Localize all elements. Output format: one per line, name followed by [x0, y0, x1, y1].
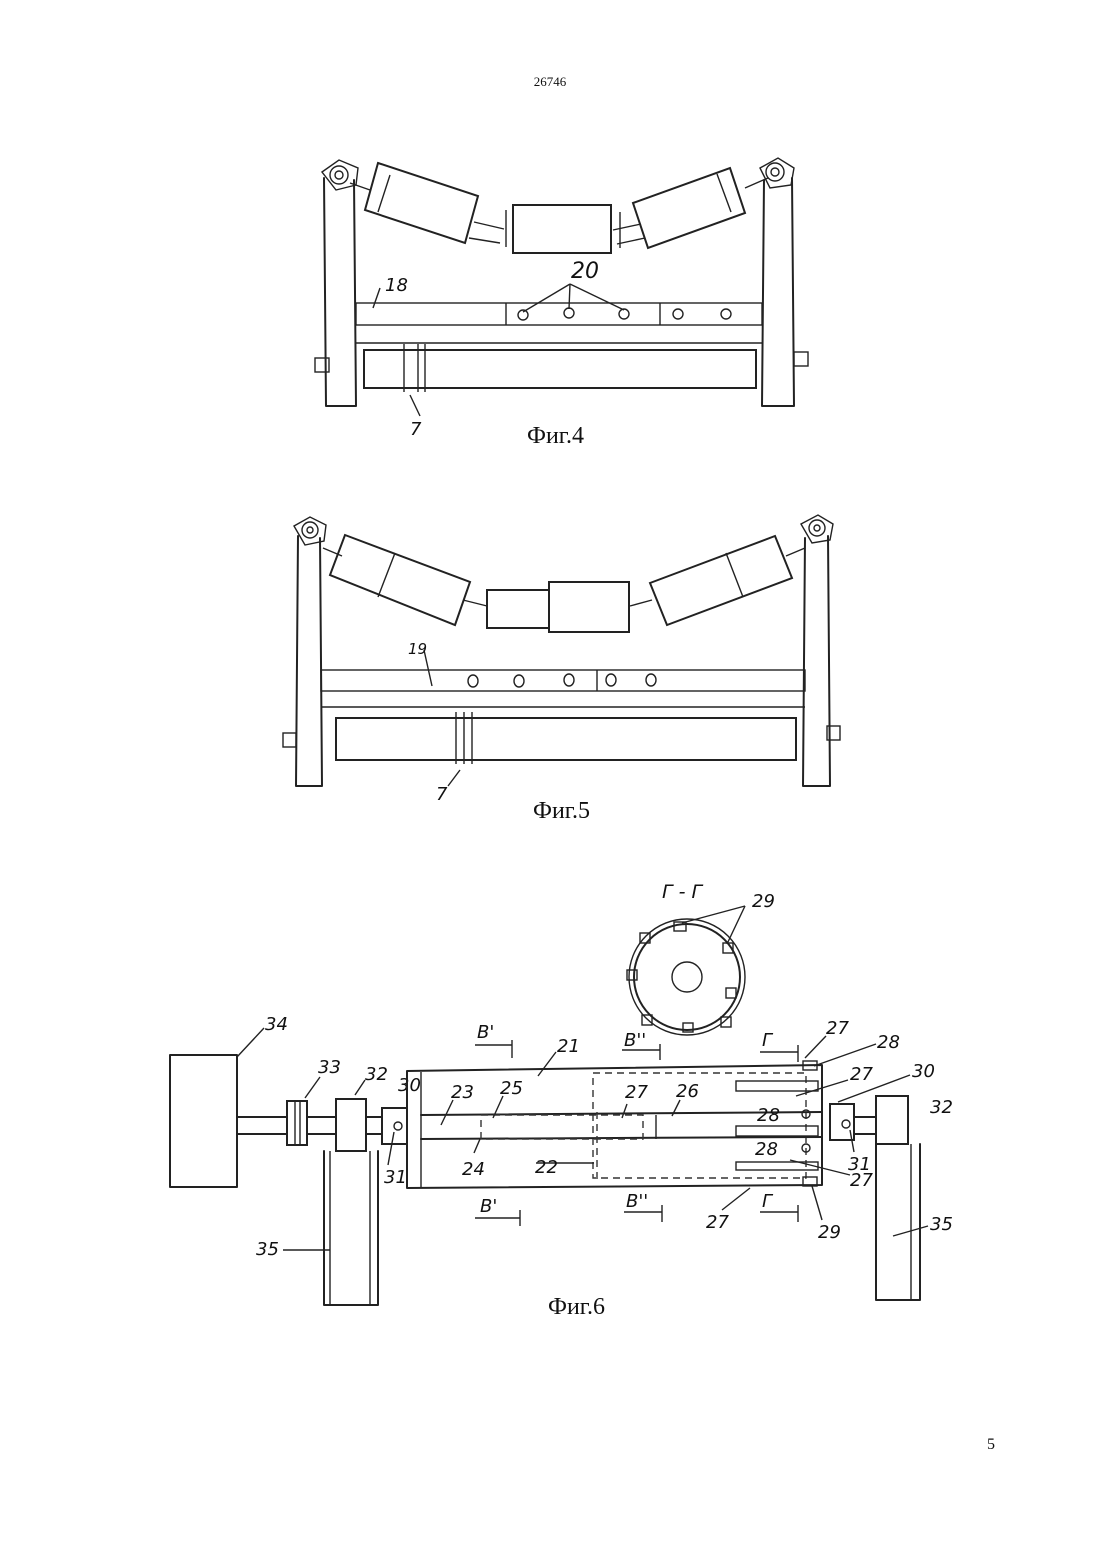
label-27-right: 27 [850, 1064, 873, 1085]
label-29-bottom: 29 [818, 1222, 841, 1243]
label-27-inner: 27 [625, 1082, 648, 1103]
coupling-33 [287, 1101, 307, 1145]
label-24: 24 [462, 1159, 485, 1180]
label-30-right: 30 [912, 1061, 935, 1082]
section-view [627, 906, 745, 1035]
figure-6-caption: Фиг.6 [548, 1294, 605, 1320]
label-35-left: 35 [256, 1239, 279, 1260]
label-23: 23 [451, 1082, 474, 1103]
left-end-30 [382, 1108, 407, 1144]
label-31-left: 31 [384, 1167, 407, 1188]
label-29-top: 29 [752, 891, 775, 912]
label-27-lower-right: 27 [850, 1170, 873, 1191]
label-33: 33 [318, 1057, 341, 1078]
section-b2-bottom: В'' [626, 1191, 648, 1212]
label-34: 34 [265, 1014, 288, 1035]
section-b1-bottom: В' [480, 1196, 497, 1217]
label-28-middle: 28 [757, 1105, 780, 1126]
label-25: 25 [500, 1078, 523, 1099]
label-32-left: 32 [365, 1064, 388, 1085]
page-number: 5 [987, 1436, 995, 1454]
label-22: 22 [535, 1157, 558, 1178]
label-30-left: 30 [398, 1075, 421, 1096]
right-stand-35 [876, 1144, 920, 1300]
section-b1-top: В' [477, 1022, 494, 1043]
left-stand-35 [324, 1151, 378, 1305]
section-g-top: Г [762, 1030, 774, 1051]
label-26: 26 [676, 1081, 699, 1102]
label-27-top: 27 [826, 1018, 849, 1039]
section-b2-top: В'' [624, 1030, 646, 1051]
section-title: Г - Г [662, 881, 704, 903]
left-bearing-32 [336, 1099, 366, 1151]
right-bearing-32 [876, 1096, 908, 1144]
motor-34 [170, 1055, 237, 1187]
label-28-top: 28 [877, 1032, 900, 1053]
label-28-lower: 28 [755, 1139, 778, 1160]
label-32-right: 32 [930, 1097, 953, 1118]
label-35-right: 35 [930, 1214, 953, 1235]
label-27-bottom: 27 [706, 1212, 729, 1233]
section-g-bottom: Г [762, 1191, 774, 1212]
figure-6: Г - Г 29 34 33 32 35 30 31 [0, 0, 1100, 1340]
label-21: 21 [557, 1036, 580, 1057]
